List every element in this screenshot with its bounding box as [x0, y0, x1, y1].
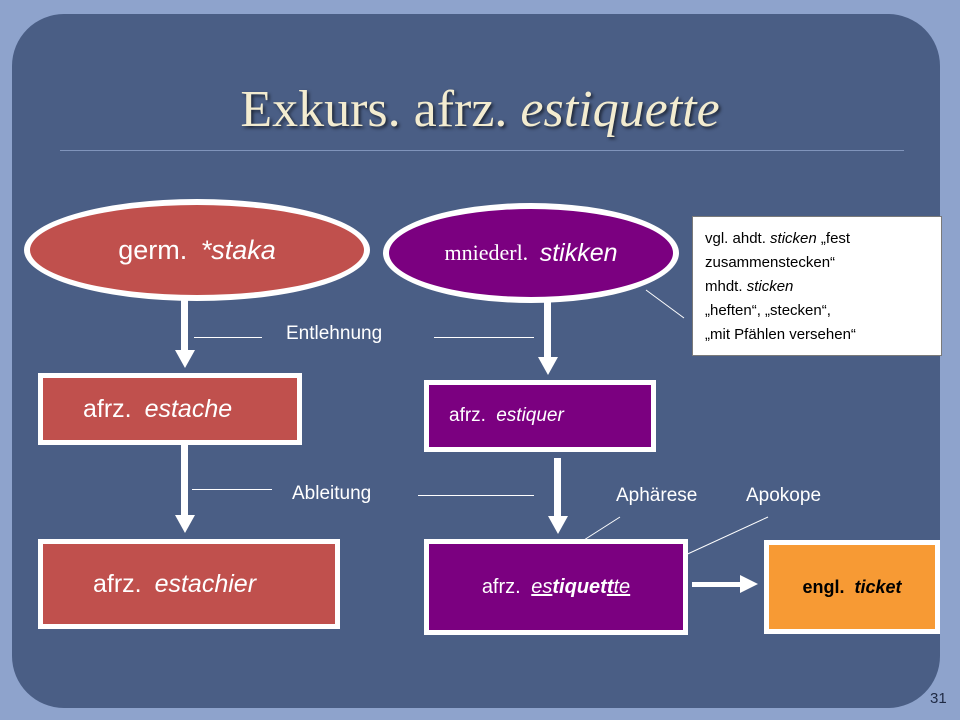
- node-estiquette-part1: es: [531, 575, 553, 598]
- node-germ-prefix: germ.: [118, 234, 195, 265]
- node-estachier-word: estachier: [154, 569, 257, 598]
- arrow-estiquer-estiquette-shaft: [554, 458, 561, 518]
- node-mniederl-stikken: mniederl. stikken: [383, 203, 679, 303]
- note-line-3: mhdt. sticken: [705, 275, 931, 299]
- node-germ-staka: germ. *staka: [24, 199, 370, 301]
- title-divider: [60, 150, 904, 151]
- note-box: vgl. ahdt. sticken „fest zusammenstecken…: [692, 216, 942, 356]
- label-ableitung: Ableitung: [292, 483, 372, 504]
- node-estiquette-part3: t: [606, 575, 614, 598]
- node-mniederl-word: stikken: [539, 238, 618, 267]
- note-line-1a: vgl. ahdt.: [705, 230, 771, 247]
- node-estiquette-prefix: afrz.: [481, 575, 527, 598]
- arrow-estiquer-estiquette-head: [548, 516, 568, 534]
- arrow-germ-estache-shaft: [181, 298, 188, 352]
- arrow-estache-estachier-shaft: [181, 445, 188, 517]
- node-estiquette-part2: tiquet: [552, 575, 607, 598]
- title-italic: estiquette: [520, 81, 720, 138]
- note-line-2: zusammenstecken“: [705, 254, 836, 271]
- title-main: Exkurs. afrz.: [240, 81, 521, 138]
- node-engl-ticket: engl. ticket: [764, 540, 940, 634]
- node-estachier-prefix: afrz.: [93, 569, 149, 598]
- ableitung-line-left: [192, 489, 272, 490]
- node-afrz-estiquer: afrz. estiquer: [424, 380, 656, 452]
- node-estache-word: estache: [144, 394, 233, 423]
- node-estache-prefix: afrz.: [83, 394, 139, 423]
- node-estiquette-part4: te: [613, 575, 631, 598]
- arrow-mniederl-estiquer-head: [538, 357, 558, 375]
- ableitung-line-right: [418, 495, 534, 496]
- node-mniederl-prefix: mniederl.: [444, 240, 534, 265]
- node-germ-word: *staka: [200, 234, 276, 265]
- arrow-estiquette-ticket-shaft: [692, 582, 742, 587]
- node-ticket-prefix: engl.: [802, 576, 850, 597]
- note-line-3a: mhdt.: [705, 278, 747, 295]
- label-apokope: Apokope: [746, 485, 822, 506]
- entlehnung-line-right: [434, 337, 534, 338]
- label-entlehnung: Entlehnung: [286, 323, 383, 344]
- note-line-5: „mit Pfählen versehen“: [705, 326, 856, 343]
- node-afrz-estachier: afrz. estachier: [38, 539, 340, 629]
- arrow-germ-estache-head: [175, 350, 195, 368]
- page-number: 31: [930, 690, 947, 707]
- note-line-1c: „fest: [816, 230, 851, 247]
- note-line-1: vgl. ahdt. sticken „fest: [705, 227, 931, 251]
- arrow-estiquette-ticket-head: [740, 575, 758, 593]
- label-aphaerese: Aphärese: [616, 485, 698, 506]
- note-line-1b: sticken: [770, 230, 817, 247]
- arrow-mniederl-estiquer-shaft: [544, 301, 551, 359]
- node-afrz-estache: afrz. estache: [38, 373, 302, 445]
- note-line-3b: sticken: [746, 278, 794, 295]
- node-ticket-word: ticket: [854, 576, 902, 597]
- entlehnung-line-left: [194, 337, 262, 338]
- note-line-4: „heften“, „stecken“,: [705, 302, 831, 319]
- note-pointer-line: [645, 289, 685, 319]
- node-estiquer-word: estiquer: [496, 405, 564, 426]
- arrow-estache-estachier-head: [175, 515, 195, 533]
- node-estiquer-prefix: afrz.: [449, 405, 492, 426]
- slide-title: Exkurs. afrz. estiquette: [0, 80, 960, 139]
